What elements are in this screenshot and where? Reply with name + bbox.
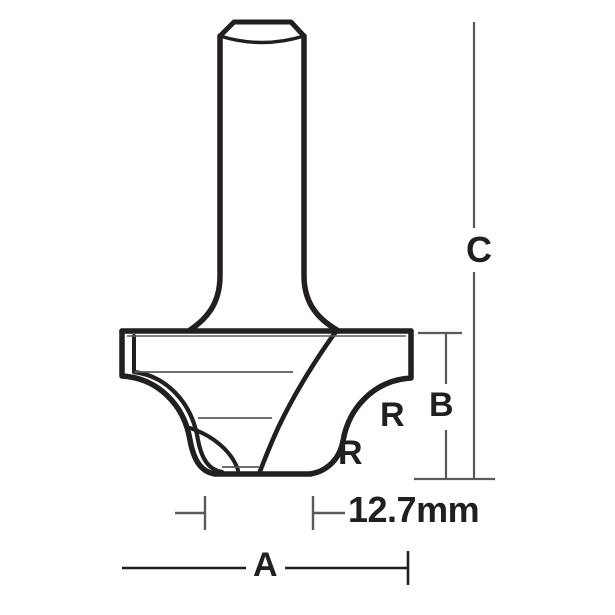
body-construction-lines [127,335,406,468]
dimension-label-b: B [429,386,454,424]
body-right-outer-profile [307,328,414,477]
shank-top-face-arc [218,34,306,45]
dimension-line-a [122,551,410,585]
radius-label-upper: R [380,396,405,434]
central-cutting-edge [256,327,340,477]
shank-right-wall [301,33,340,333]
radius-label-lower: R [338,434,363,472]
inner-left-echo-curve [131,369,225,475]
measurement-label-12-7mm: 12.7mm [348,489,480,530]
dimension-line-b [418,331,462,479]
shank-top-chamfer [217,19,307,39]
cutter-shank [187,19,340,333]
body-left-outer-profile [119,328,218,477]
inner-left-secondary-round [188,426,240,472]
dimension-line-c [414,22,495,481]
dimension-label-a: A [253,546,278,584]
cutter-inner-profile [131,327,340,477]
dimension-label-c: C [466,229,492,270]
dimension-line-12-7mm [175,496,345,530]
cutter-body-profile [119,328,414,477]
shank-left-wall [187,33,223,333]
